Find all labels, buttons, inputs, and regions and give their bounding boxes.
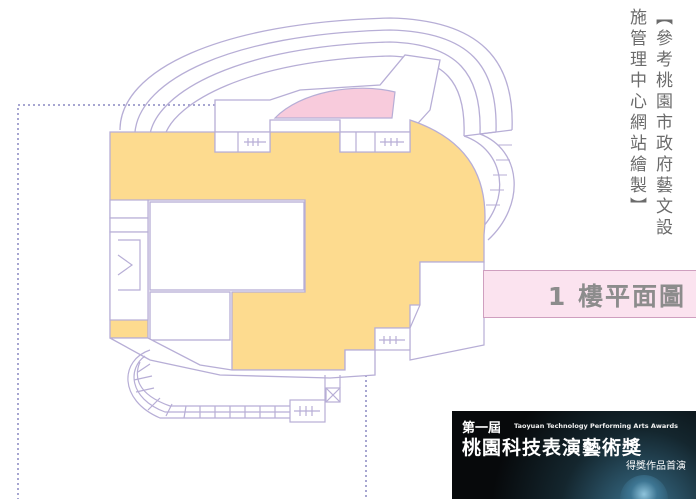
east-curve-outer — [479, 133, 515, 241]
poster-award-name: 桃園科技表演藝術獎 — [462, 437, 643, 459]
south-steps — [127, 349, 290, 419]
highlighted-stage-area — [273, 87, 396, 119]
floor-label-text: 1 樓平面圖 — [547, 282, 686, 311]
credit-text-line2: 施管理中心網站繪製】 — [626, 8, 646, 218]
site-boundary — [17, 104, 367, 499]
east-curve — [463, 135, 501, 233]
hall-lower — [149, 291, 231, 341]
stairs-north — [214, 131, 411, 153]
poster-subtitle-en: Taoyuan Technology Performing Arts Award… — [514, 422, 679, 430]
canopy-rings — [119, 17, 513, 137]
poster-orb-graphic — [620, 475, 668, 499]
canopy-spokes — [486, 144, 512, 206]
award-poster[interactable]: 第一屆 Taoyuan Technology Performing Arts A… — [452, 411, 696, 499]
poster-caption: 得獎作品首演 — [626, 461, 686, 472]
east-ramp — [374, 261, 485, 361]
main-hall — [149, 201, 305, 291]
floor-label-box: 1 樓平面圖 — [483, 270, 696, 318]
south-plaza — [109, 337, 376, 379]
south-stairs-box — [289, 375, 341, 423]
poster-title: 第一屆 — [462, 421, 502, 436]
credit-text-line1: 【參考桃園市政府藝文設 — [652, 8, 672, 239]
west-rooms — [109, 199, 149, 321]
